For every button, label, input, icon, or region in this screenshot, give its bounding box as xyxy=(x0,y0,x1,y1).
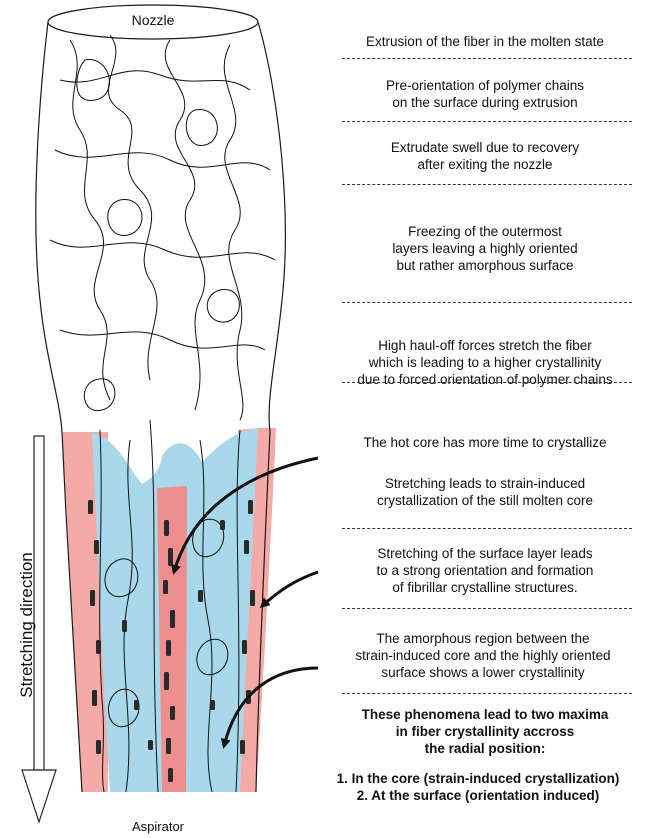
separator xyxy=(342,121,632,122)
crystallite xyxy=(163,580,168,594)
annotation-surface-stretching: Stretching of the surface layer leads to… xyxy=(320,545,650,596)
nozzle-label: Nozzle xyxy=(123,12,183,29)
separator xyxy=(342,693,632,694)
crystallite xyxy=(168,768,173,782)
crystallite xyxy=(96,740,101,754)
crystallite xyxy=(94,540,99,554)
conclusion-point-core: 1. In the core (strain-induced crystalli… xyxy=(300,770,656,787)
crystallite xyxy=(90,590,95,606)
separator xyxy=(342,528,632,529)
crystallite xyxy=(210,700,215,710)
annotation-hot-core: The hot core has more time to crystalliz… xyxy=(320,434,650,451)
crystallite xyxy=(92,690,97,706)
crystallite xyxy=(122,620,127,632)
aspirator-label: Aspirator xyxy=(118,818,198,835)
annotation-pre-orientation: Pre-orientation of polymer chains on the… xyxy=(320,77,650,111)
crystallite xyxy=(134,700,139,710)
annotation-extrusion: Extrusion of the fiber in the molten sta… xyxy=(320,33,650,50)
crystallite xyxy=(248,500,253,514)
separator xyxy=(342,58,632,59)
annotation-amorphous-region: The amorphous region between the strain-… xyxy=(310,630,656,681)
stretching-direction-label: Stretching direction xyxy=(17,530,37,720)
crystallite xyxy=(166,738,171,754)
crystallite xyxy=(170,706,175,720)
arrow-surface xyxy=(262,572,318,606)
conclusion-summary: These phenomena lead to two maxima in fi… xyxy=(320,706,650,757)
crystallite xyxy=(164,672,169,690)
separator xyxy=(342,608,632,609)
crystallite xyxy=(96,640,101,654)
conclusion-point-surface: 2. At the surface (orientation induced) xyxy=(300,787,656,804)
crystallite xyxy=(250,590,255,606)
annotation-haul-off: High haul-off forces stretch the fiber w… xyxy=(315,337,655,388)
fiber-lower-regions xyxy=(62,428,276,792)
annotation-extrudate-swell: Extrudate swell due to recovery after ex… xyxy=(320,139,650,173)
crystallite xyxy=(198,590,203,602)
crystallite xyxy=(220,520,225,530)
crystallite xyxy=(242,640,247,654)
separator xyxy=(342,184,632,185)
annotation-freezing: Freezing of the outermost layers leaving… xyxy=(320,223,650,274)
crystallite xyxy=(166,640,171,656)
core-region xyxy=(157,486,187,792)
crystallite xyxy=(164,520,169,536)
annotation-strain-induced: Stretching leads to strain-induced cryst… xyxy=(320,475,650,509)
crystallite xyxy=(244,540,249,554)
crystallite xyxy=(168,548,173,566)
crystallite xyxy=(240,740,245,754)
crystallite xyxy=(170,610,175,628)
separator xyxy=(342,302,632,303)
crystallite xyxy=(88,500,93,514)
separator xyxy=(342,382,632,383)
crystallite xyxy=(148,740,153,750)
